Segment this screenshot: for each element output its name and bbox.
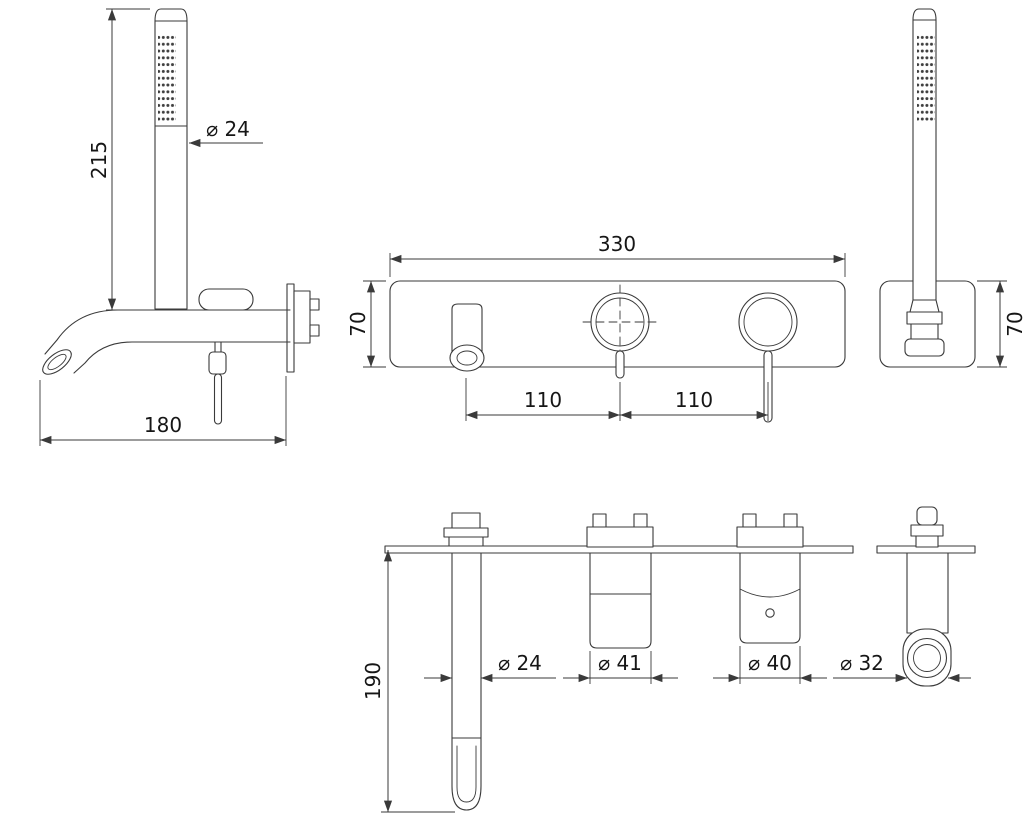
mixer-knob-front-inner — [743, 297, 793, 347]
holder-mount-plate — [910, 524, 944, 537]
wall-fitting-bolt-bottom — [309, 324, 320, 337]
spray-face-dots — [158, 33, 176, 121]
holder-plan-outlet-inner — [913, 644, 941, 672]
spout-front-outlet-inner — [456, 350, 478, 366]
valve-right-bolt — [783, 513, 798, 528]
spout-mount-nipple — [451, 512, 481, 529]
dim-41-label: ⌀ 41 — [598, 651, 642, 675]
valve-right-body — [739, 552, 801, 644]
holder-ring — [906, 311, 943, 325]
holder-base — [904, 338, 945, 357]
holder-hose-nipple — [916, 506, 938, 526]
wall-fitting-body — [293, 290, 311, 344]
valve-left-bolt — [592, 513, 607, 528]
wall-plate-edge — [286, 283, 295, 373]
dim-40-label: ⌀ 40 — [748, 651, 792, 675]
wall-fitting-bolt-top — [309, 298, 320, 311]
holder-mount-flange — [915, 535, 939, 548]
spout-front — [451, 303, 483, 354]
valve-right-recess — [739, 588, 801, 598]
valve-right-screw-hole — [765, 608, 775, 618]
valve-right-bolt — [742, 513, 757, 528]
front-view: 330 70 110 110 — [346, 232, 846, 423]
plan-view: 190 ⌀ 24 ⌀ 41 ⌀ 40 ⌀ 32 — [361, 506, 976, 813]
dim-70-right-label: 70 — [1003, 311, 1024, 336]
valve-right-mount — [736, 526, 804, 548]
dim-24-plan-label: ⌀ 24 — [498, 651, 542, 675]
dim-215-label: 215 — [87, 141, 111, 179]
holder-neck — [910, 323, 939, 340]
valve-left-bolt — [633, 513, 648, 528]
spout-plan-tip-inner — [456, 745, 477, 803]
diverter-stem — [615, 350, 625, 379]
holder-plan-body — [906, 552, 949, 634]
dim-190-label: 190 — [361, 662, 385, 700]
dim-70-left-label: 70 — [346, 311, 370, 336]
side-view: 215 ⌀ 24 180 — [39, 8, 320, 446]
handle-lever — [213, 373, 223, 425]
dim-32-label: ⌀ 32 — [840, 651, 884, 675]
dim-180-label: 180 — [144, 413, 182, 437]
spout-top-edge — [44, 309, 291, 355]
spout-outlet-inner — [47, 353, 67, 371]
valve-left-body — [589, 552, 652, 649]
spout-mount-flange — [448, 536, 484, 547]
spout-mount-plate — [443, 527, 489, 538]
holder-side-view: 70 — [879, 8, 1024, 368]
spout-bottom-edge — [73, 341, 291, 374]
wand-cone — [909, 299, 940, 313]
valve-left-mount — [586, 526, 654, 548]
dim-110-right-label: 110 — [675, 388, 713, 412]
dim-330-label: 330 — [598, 232, 636, 256]
dim-110-left-label: 110 — [524, 388, 562, 412]
spray-face-dots — [917, 33, 935, 121]
diverter-knob — [198, 288, 254, 311]
spout-outlet — [42, 349, 72, 375]
spout-front-outlet — [449, 344, 485, 372]
spout-plan-body — [451, 552, 482, 811]
dim-shower-diameter-label: ⌀ 24 — [206, 117, 250, 141]
handle-body — [208, 351, 227, 375]
mixer-knob-front — [738, 292, 798, 352]
